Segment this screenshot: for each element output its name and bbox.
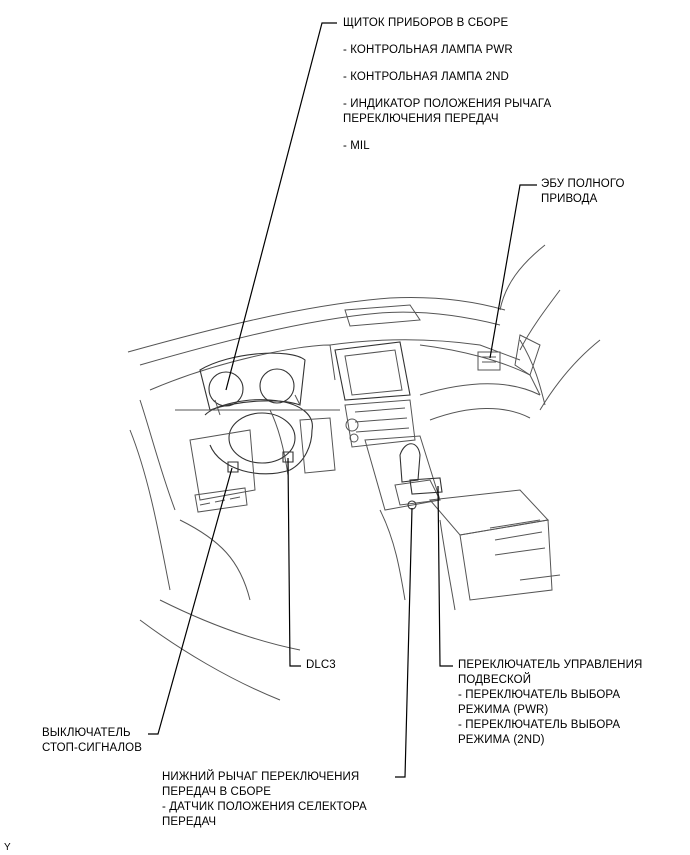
leader-combination-meter: [225, 22, 337, 391]
leader-ecu-4wd: [489, 184, 537, 359]
combination-meter-title: ЩИТОК ПРИБОРОВ В СБОРЕ: [343, 17, 509, 29]
corner-mark-text: Y: [4, 842, 11, 853]
dashboard-drawing: [127, 244, 601, 701]
suspension-switch-line-1: ПЕРЕКЛЮЧАТЕЛЬ УПРАВЛЕНИЯ: [458, 659, 643, 671]
stop-light-switch-line-1: ВЫКЛЮЧАТЕЛЬ: [42, 727, 131, 739]
suspension-switch-line-6: РЕЖИМА (2ND): [458, 734, 545, 746]
shift-lever-line-3: - ДАТЧИК ПОЛОЖЕНИЯ СЕЛЕКТОРА: [162, 801, 367, 813]
suspension-switch-line-2: ПОДВЕСКОЙ: [458, 674, 532, 686]
suspension-switch-label: ПЕРЕКЛЮЧАТЕЛЬ УПРАВЛЕНИЯ ПОДВЕСКОЙ - ПЕР…: [458, 658, 642, 748]
corner-mark: Y: [4, 840, 11, 855]
suspension-switch-line-4: РЕЖИМА (PWR): [458, 704, 549, 716]
leader-suspension-switch: [437, 485, 453, 667]
leader-dlc3: [287, 457, 301, 667]
stop-light-switch-label: ВЫКЛЮЧАТЕЛЬ СТОП-СИГНАЛОВ: [42, 726, 142, 756]
suspension-switch-line-3: - ПЕРЕКЛЮЧАТЕЛЬ ВЫБОРА: [458, 689, 621, 701]
suspension-switch-line-5: - ПЕРЕКЛЮЧАТЕЛЬ ВЫБОРА: [458, 719, 621, 731]
shift-lever-line-1: НИЖНИЙ РЫЧАГ ПЕРЕКЛЮЧЕНИЯ: [162, 771, 360, 783]
pwr-lamp-item: - КОНТРОЛЬНАЯ ЛАМПА PWR: [343, 44, 513, 56]
ecu-4wd-line-2: ПРИВОДА: [541, 193, 598, 205]
shift-position-indicator-item: - ИНДИКАТОР ПОЛОЖЕНИЯ РЫЧАГА: [343, 98, 552, 110]
mil-item: - MIL: [343, 140, 370, 152]
stop-light-switch-line-2: СТОП-СИГНАЛОВ: [42, 742, 142, 754]
dlc3-text: DLC3: [306, 659, 336, 671]
leader-stop-light-switch: [148, 467, 233, 735]
shift-position-indicator-item-cont: ПЕРЕКЛЮЧЕНИЯ ПЕРЕДАЧ: [343, 113, 499, 125]
shift-lever-line-4: ПЕРЕДАЧ: [162, 816, 217, 828]
dlc3-label: DLC3: [306, 658, 336, 673]
combination-meter-label: ЩИТОК ПРИБОРОВ В СБОРЕ - КОНТРОЛЬНАЯ ЛАМ…: [343, 16, 551, 154]
shift-lever-line-2: ПЕРЕДАЧ В СБОРЕ: [162, 786, 272, 798]
ecu-4wd-line-1: ЭБУ ПОЛНОГО: [541, 178, 625, 190]
shift-lever-label: НИЖНИЙ РЫЧАГ ПЕРЕКЛЮЧЕНИЯ ПЕРЕДАЧ В СБОР…: [162, 770, 367, 830]
ecu-4wd-label: ЭБУ ПОЛНОГО ПРИВОДА: [541, 177, 625, 207]
leader-shift-lever: [395, 507, 413, 778]
2nd-lamp-item: - КОНТРОЛЬНАЯ ЛАМПА 2ND: [343, 71, 509, 83]
